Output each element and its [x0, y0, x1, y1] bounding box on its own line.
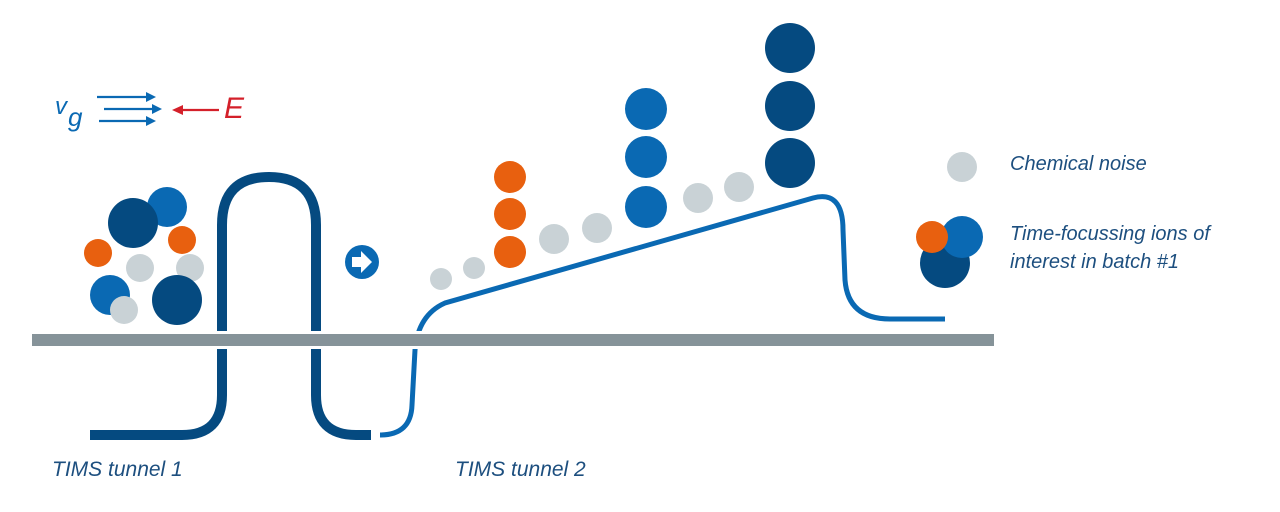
arrow-right-circle-icon: [345, 245, 379, 279]
legend-ions-icon: [916, 216, 983, 288]
electric-field-label: E: [224, 92, 245, 125]
tunnel-2-label: TIMS tunnel 2: [455, 458, 586, 481]
separated-ions: [430, 23, 815, 290]
legend-noise-label: Chemical noise: [1010, 153, 1147, 175]
legend-ions-line-2: interest in batch #1: [1010, 251, 1179, 273]
legend-noise-icon: [947, 152, 977, 182]
legend-ions-line-1: Time-focussing ions of: [1010, 223, 1210, 245]
tims-tunnel-2-curve: [379, 194, 945, 438]
electric-field-arrow-icon: [172, 105, 219, 115]
velocity-symbol: v: [55, 93, 67, 120]
gas-velocity-label: vg: [55, 90, 82, 132]
velocity-subscript: g: [68, 102, 83, 132]
legend-ions-label: Time-focussing ions of interest in batch…: [1010, 220, 1210, 276]
tims-tunnel-1-curve: [90, 171, 371, 440]
ion-cluster-initial: [84, 187, 204, 325]
gas-velocity-arrows-icon: [97, 92, 162, 126]
tunnel-1-label: TIMS tunnel 1: [52, 458, 183, 481]
